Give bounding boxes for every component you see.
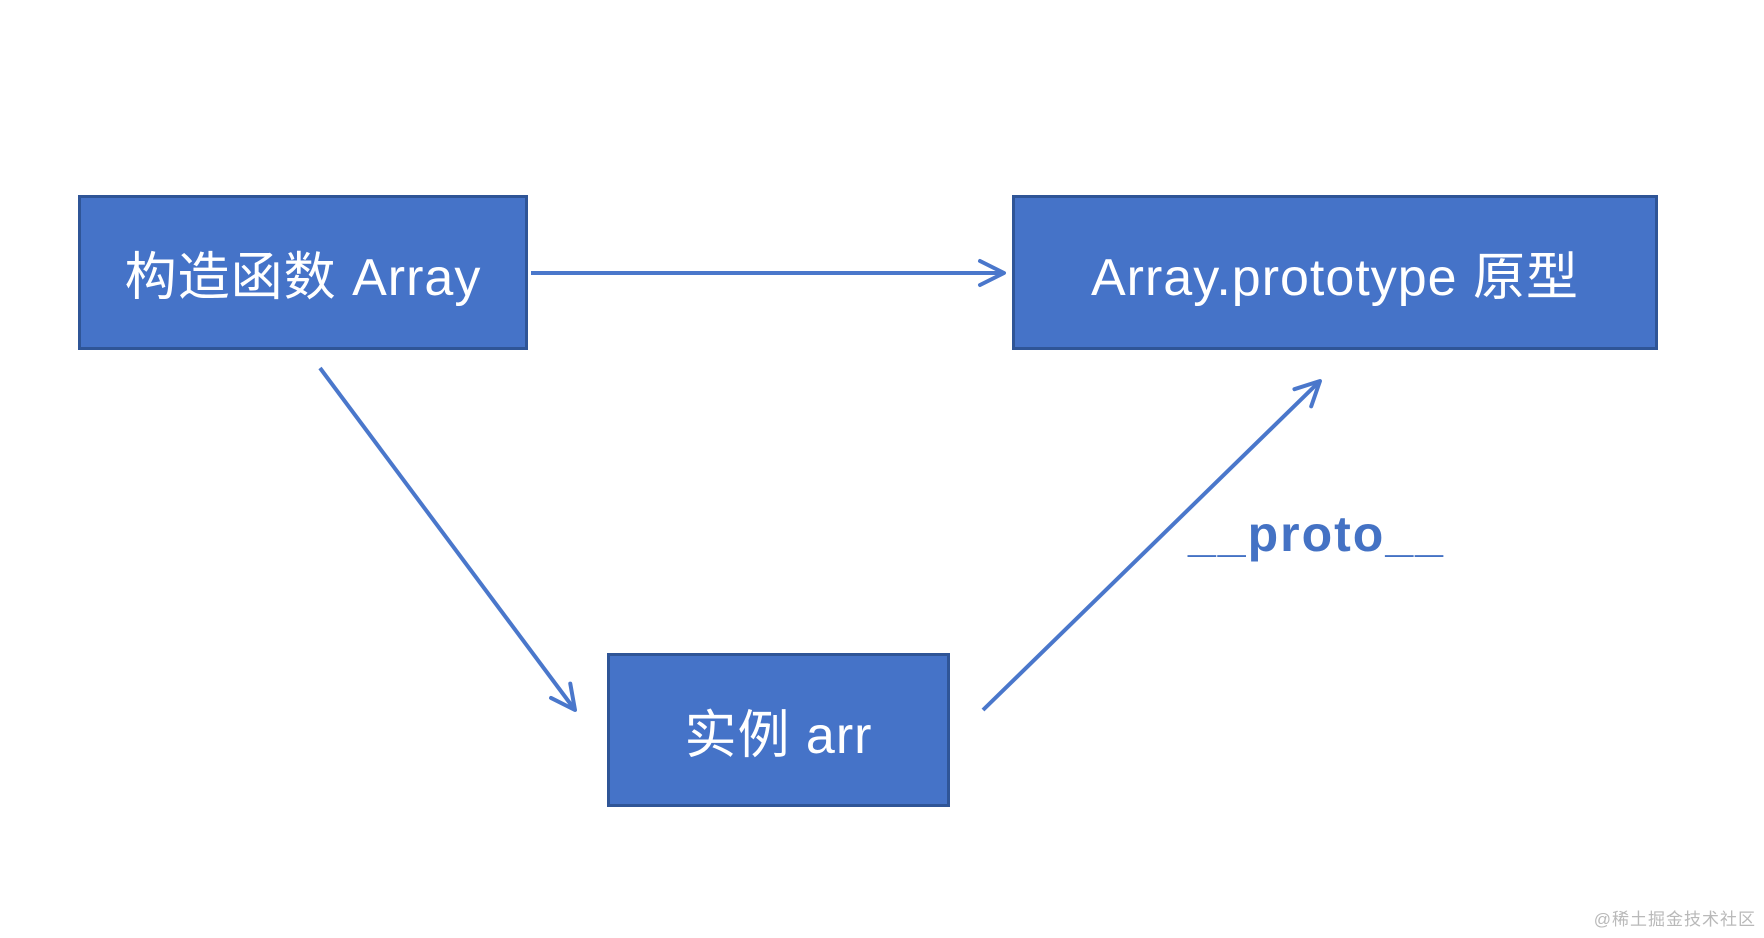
node-instance-arr-label: 实例 arr (684, 706, 873, 765)
node-constructor-array: 构造函数 Array (78, 195, 528, 350)
node-array-prototype: Array.prototype 原型 (1012, 195, 1658, 350)
proto-edge-label: __proto__ (1188, 506, 1445, 562)
node-constructor-array-label: 构造函数 Array (124, 249, 482, 307)
node-array-prototype-label: Array.prototype 原型 (1090, 249, 1580, 307)
arrow-constructor-to-instance (318, 366, 577, 712)
node-instance-arr: 实例 arr (607, 653, 950, 807)
watermark: @稀土掘金技术社区 (1593, 910, 1756, 929)
